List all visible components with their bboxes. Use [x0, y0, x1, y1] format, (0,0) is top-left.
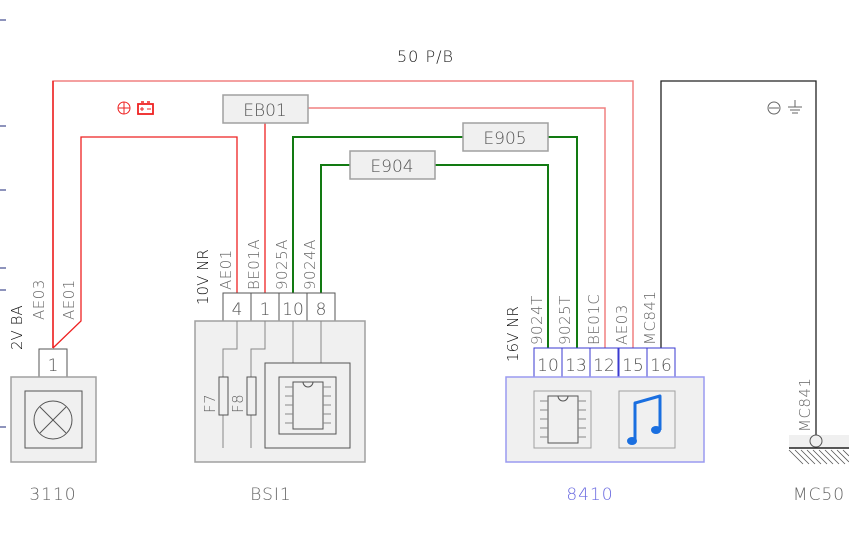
wire-label: 9024A: [301, 239, 319, 290]
pin-box[interactable]: 15: [618, 347, 648, 378]
connector-label: 2V BA: [8, 305, 26, 350]
margin-ticks: [0, 19, 6, 428]
ground-icon: [788, 100, 802, 114]
pin-number: 13: [565, 356, 587, 376]
component-BSI1[interactable]: 10V NR AE01 BE01A 9025A 9024A 4 1 10 8: [194, 239, 366, 505]
connector-label: 16V NR: [504, 306, 522, 362]
component-8410[interactable]: 16V NR 9024T 9025T BE01C AE03 MC841 10 1…: [504, 290, 705, 505]
chip-icon: [285, 381, 331, 430]
battery-positive-symbol: [117, 101, 154, 115]
pin-box[interactable]: 4: [222, 292, 252, 322]
wire-9025T[interactable]: [548, 136, 578, 348]
pin-number: 16: [650, 356, 672, 376]
svg-text:F8: F8: [229, 394, 247, 413]
component-3110[interactable]: 2V BA AE03 AE01 1 3110: [8, 279, 97, 505]
wire-9024A[interactable]: [320, 164, 350, 293]
component-label: MC50: [793, 485, 845, 505]
pin-number: 10: [282, 300, 304, 320]
component-label: 8410: [566, 485, 613, 505]
wire-label: BE01C: [585, 294, 603, 345]
ground-point-icon: [809, 434, 823, 448]
pin-box[interactable]: 8: [306, 292, 336, 322]
pin-box[interactable]: 12: [589, 347, 619, 378]
wire-MC841[interactable]: [660, 80, 817, 437]
pin-box[interactable]: 1: [38, 348, 68, 378]
chip-icon: [540, 395, 586, 444]
component-MC50[interactable]: MC841 MC50: [788, 377, 849, 505]
wire-label: AE01: [217, 249, 235, 290]
pin-number: 10: [537, 356, 559, 376]
wire-label: 9024T: [528, 295, 546, 345]
splice-label: E905: [483, 129, 526, 149]
splice-label: E904: [370, 157, 413, 177]
wire-AE01[interactable]: [52, 136, 238, 349]
pin-box[interactable]: 16: [646, 347, 676, 378]
fuse-F8: F8: [229, 376, 257, 416]
pin-box[interactable]: 10: [533, 347, 563, 378]
wire-9025A[interactable]: [292, 136, 463, 293]
wire-label: AE03: [613, 304, 631, 345]
battery-icon: [137, 101, 154, 115]
fuse-F7: F7: [201, 376, 229, 416]
music-note-icon: [627, 394, 662, 445]
splice-E905[interactable]: E905: [462, 122, 549, 152]
ground-negative-symbol: [767, 100, 802, 115]
splice-EB01[interactable]: EB01: [222, 94, 309, 124]
diagram-title: 50 P/B: [397, 47, 454, 66]
pin-number: 1: [48, 356, 59, 376]
wire-label-AE01: AE01: [60, 279, 78, 320]
minus-circle-icon: [767, 101, 781, 115]
wire-label: 9025T: [556, 295, 574, 345]
wire-9024T[interactable]: [435, 164, 549, 348]
hatch-icon: [788, 449, 849, 465]
pin-number: 4: [232, 300, 243, 320]
pin-number: 8: [316, 300, 327, 320]
wire-BE01C[interactable]: [308, 107, 606, 348]
pin-box[interactable]: 13: [561, 347, 591, 378]
wire-label-AE03: AE03: [30, 279, 48, 320]
pin-number: 15: [622, 356, 644, 376]
wire-label: BE01A: [245, 239, 263, 290]
pin-number: 12: [593, 356, 615, 376]
pin-number: 1: [260, 300, 271, 320]
component-label: BSI1: [250, 485, 291, 505]
svg-text:F7: F7: [201, 394, 219, 413]
wire-label: 9025A: [273, 239, 291, 290]
wire-label: MC841: [641, 290, 659, 345]
wire-AE03[interactable]: [52, 80, 634, 348]
splice-E904[interactable]: E904: [349, 150, 436, 180]
connector-label: 10V NR: [194, 249, 212, 305]
splice-label: EB01: [243, 101, 287, 121]
component-label: 3110: [29, 485, 76, 505]
pin-box[interactable]: 1: [250, 292, 280, 322]
lamp-icon: [33, 400, 73, 440]
wire-label: MC841: [796, 377, 814, 432]
pin-box[interactable]: 10: [278, 292, 308, 322]
